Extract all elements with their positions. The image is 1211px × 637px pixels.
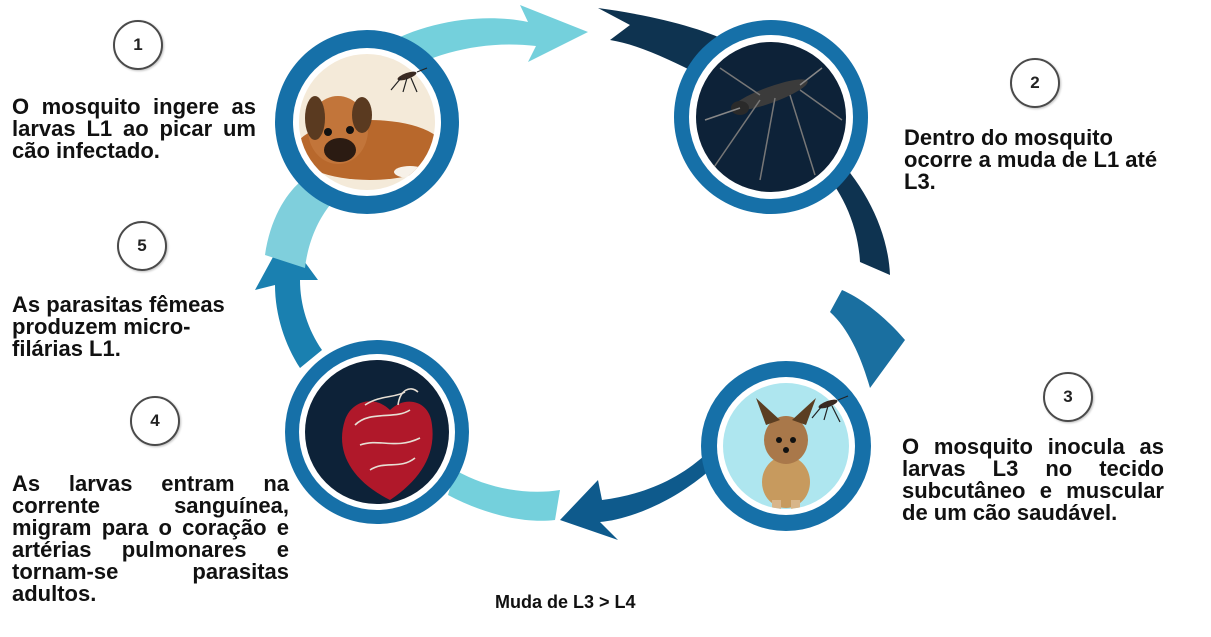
caption: Muda de L3 > L4 (495, 592, 636, 613)
step-number-1: 1 (113, 20, 163, 70)
step-text-2: Dentro do mosquito ocorre a muda de L1 a… (904, 127, 1168, 193)
step-number-4: 4 (130, 396, 180, 446)
image-circle-2 (674, 20, 868, 214)
image-circle-3 (701, 361, 871, 531)
arrow-right-mid (830, 290, 905, 388)
image-circle-4 (285, 340, 469, 524)
arrow-bottom (560, 455, 710, 540)
step-text-5: As parasitas fêmeas produzem micro-filár… (12, 294, 260, 360)
step-text-3: O mosquito inocula as larvas L3 no tecid… (902, 436, 1164, 524)
step-number-3: 3 (1043, 372, 1093, 422)
step-text-1: O mosquito ingere as larvas L1 ao picar … (12, 96, 256, 162)
step-number-2: 2 (1010, 58, 1060, 108)
step-text-4: As larvas entram na corrente sanguínea, … (12, 473, 289, 605)
arrow-bottom-light (448, 470, 560, 521)
step-number-5: 5 (117, 221, 167, 271)
